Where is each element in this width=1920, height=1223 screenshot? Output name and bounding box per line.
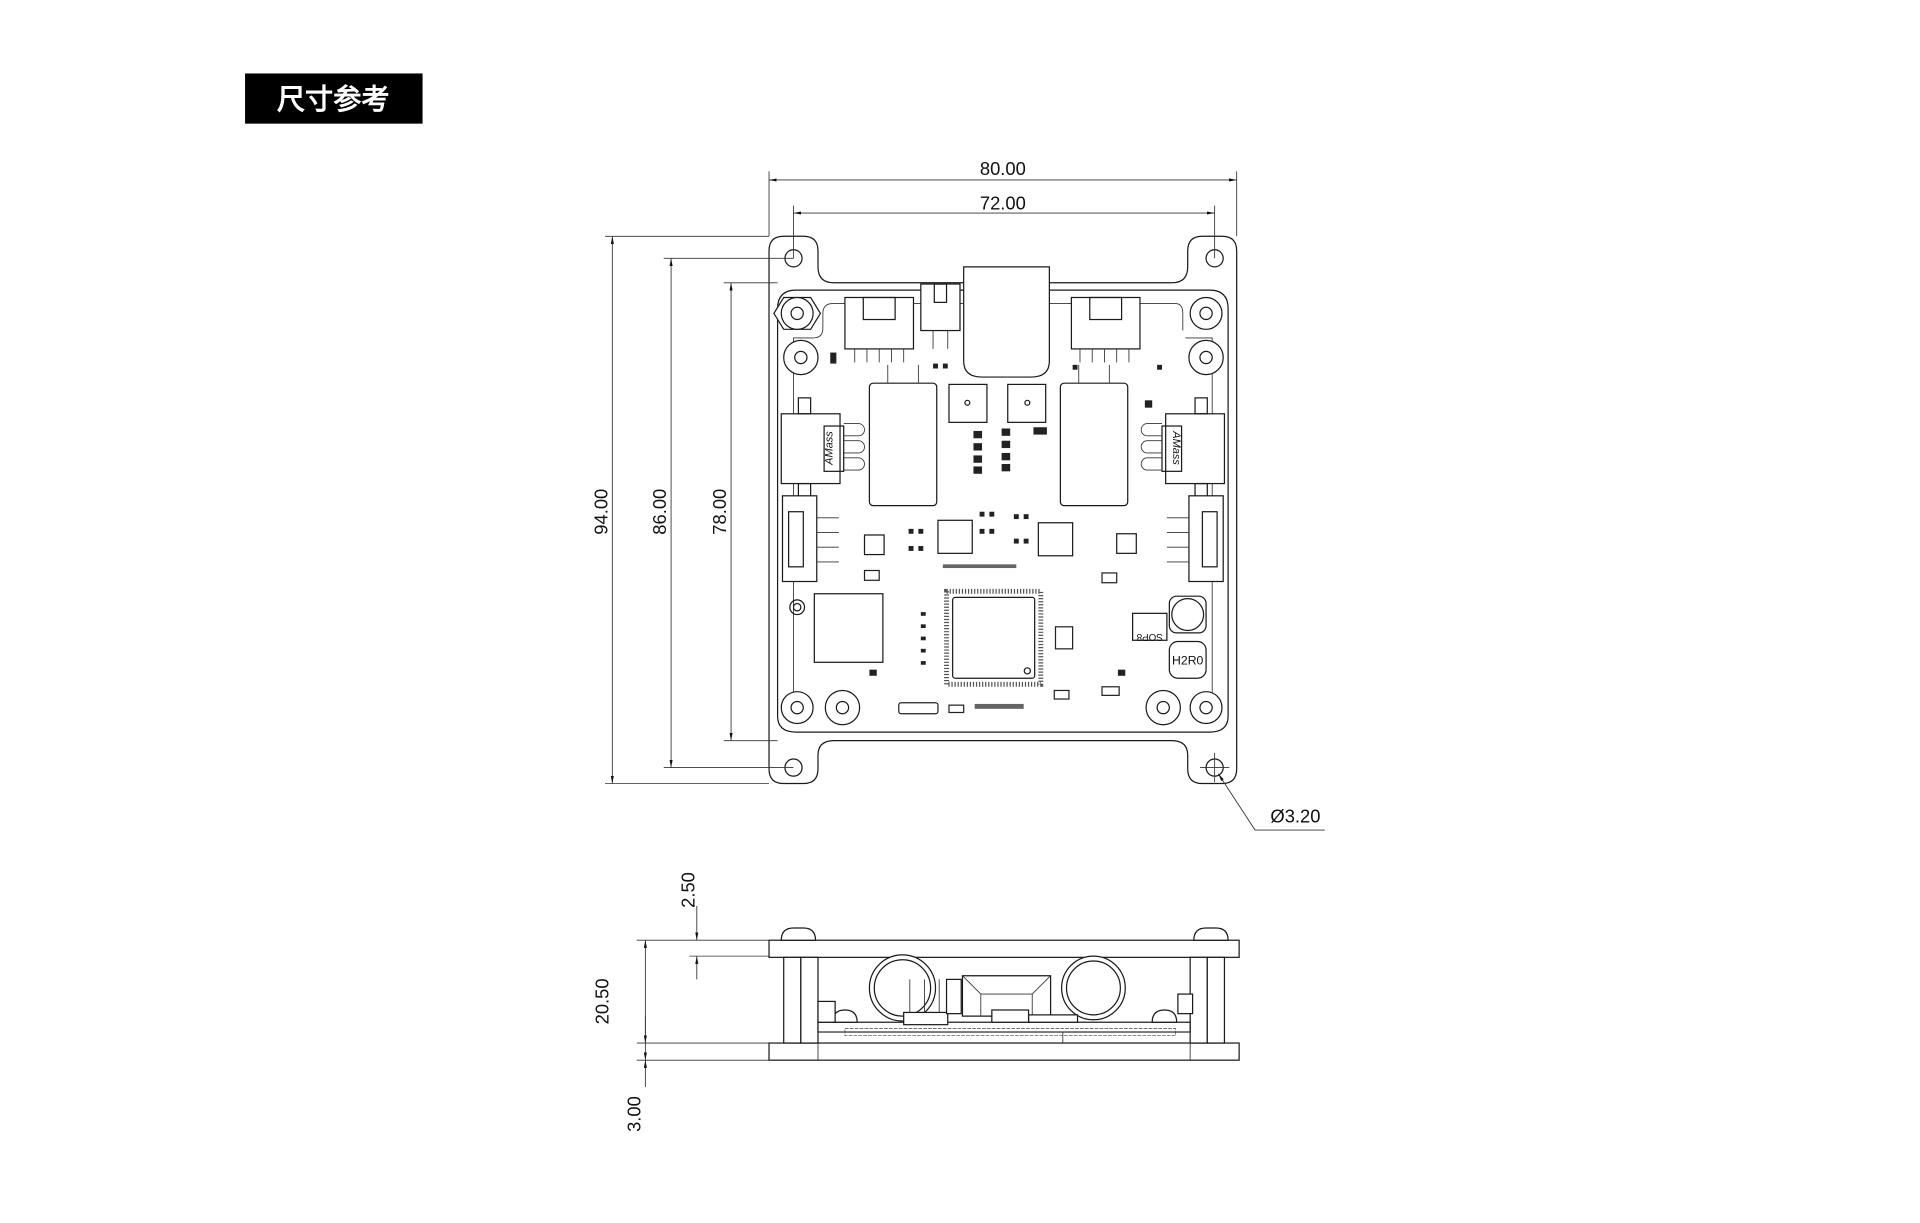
top-plate xyxy=(768,939,1240,958)
title-text: 尺寸参考 xyxy=(277,83,390,116)
top-view-dimensions: 80.00 72.00 94.00 86.00 78.00 Ø3.20 xyxy=(590,158,1325,831)
dim-hole-spacing-width: 72.00 xyxy=(980,192,1026,213)
svg-text:AMass: AMass xyxy=(1170,430,1182,465)
top-view: AMass AMass xyxy=(768,235,1238,785)
standoffs xyxy=(773,296,1224,726)
dim-bottom-plate: 3.00 xyxy=(623,1096,644,1132)
mcu-qfp xyxy=(944,588,1044,687)
inductors: H2R0 xyxy=(1168,595,1207,679)
top-connectors xyxy=(844,266,1141,378)
dim-internal-height: 20.50 xyxy=(592,978,613,1024)
side-pcb xyxy=(817,954,1194,1044)
title-badge: 尺寸参考 xyxy=(245,73,423,124)
dim-overall-height: 94.00 xyxy=(590,489,611,535)
mounting-hole-br xyxy=(1199,752,1230,783)
dim-overall-width: 80.00 xyxy=(980,158,1026,179)
power-jack xyxy=(963,266,1050,378)
smd-components xyxy=(830,352,1162,715)
dim-board-height: 78.00 xyxy=(709,489,730,535)
side-view xyxy=(768,927,1240,1061)
mounting-plate-outline xyxy=(768,235,1238,785)
side-view-dimensions: 2.50 20.50 3.00 xyxy=(592,872,770,1132)
svg-text:SOP8: SOP8 xyxy=(1136,631,1163,642)
bottom-plate xyxy=(768,1042,1240,1061)
capacitors xyxy=(868,364,1129,507)
dim-hole-spacing-height: 86.00 xyxy=(649,489,670,535)
side-standoffs xyxy=(783,956,1226,1061)
dim-hole-diameter: Ø3.20 xyxy=(1270,806,1320,827)
pcb-outline xyxy=(776,289,1229,733)
svg-text:AMass: AMass xyxy=(824,431,836,466)
sop8-chip: SOP8 xyxy=(1132,612,1168,642)
small-ics xyxy=(789,519,1137,663)
dim-top-plate: 2.50 xyxy=(677,872,698,908)
amass-connector-left: AMass xyxy=(780,397,865,499)
svg-text:H2R0: H2R0 xyxy=(1172,654,1203,668)
amass-connector-right: AMass xyxy=(1140,397,1226,499)
side-headers xyxy=(781,495,1224,583)
